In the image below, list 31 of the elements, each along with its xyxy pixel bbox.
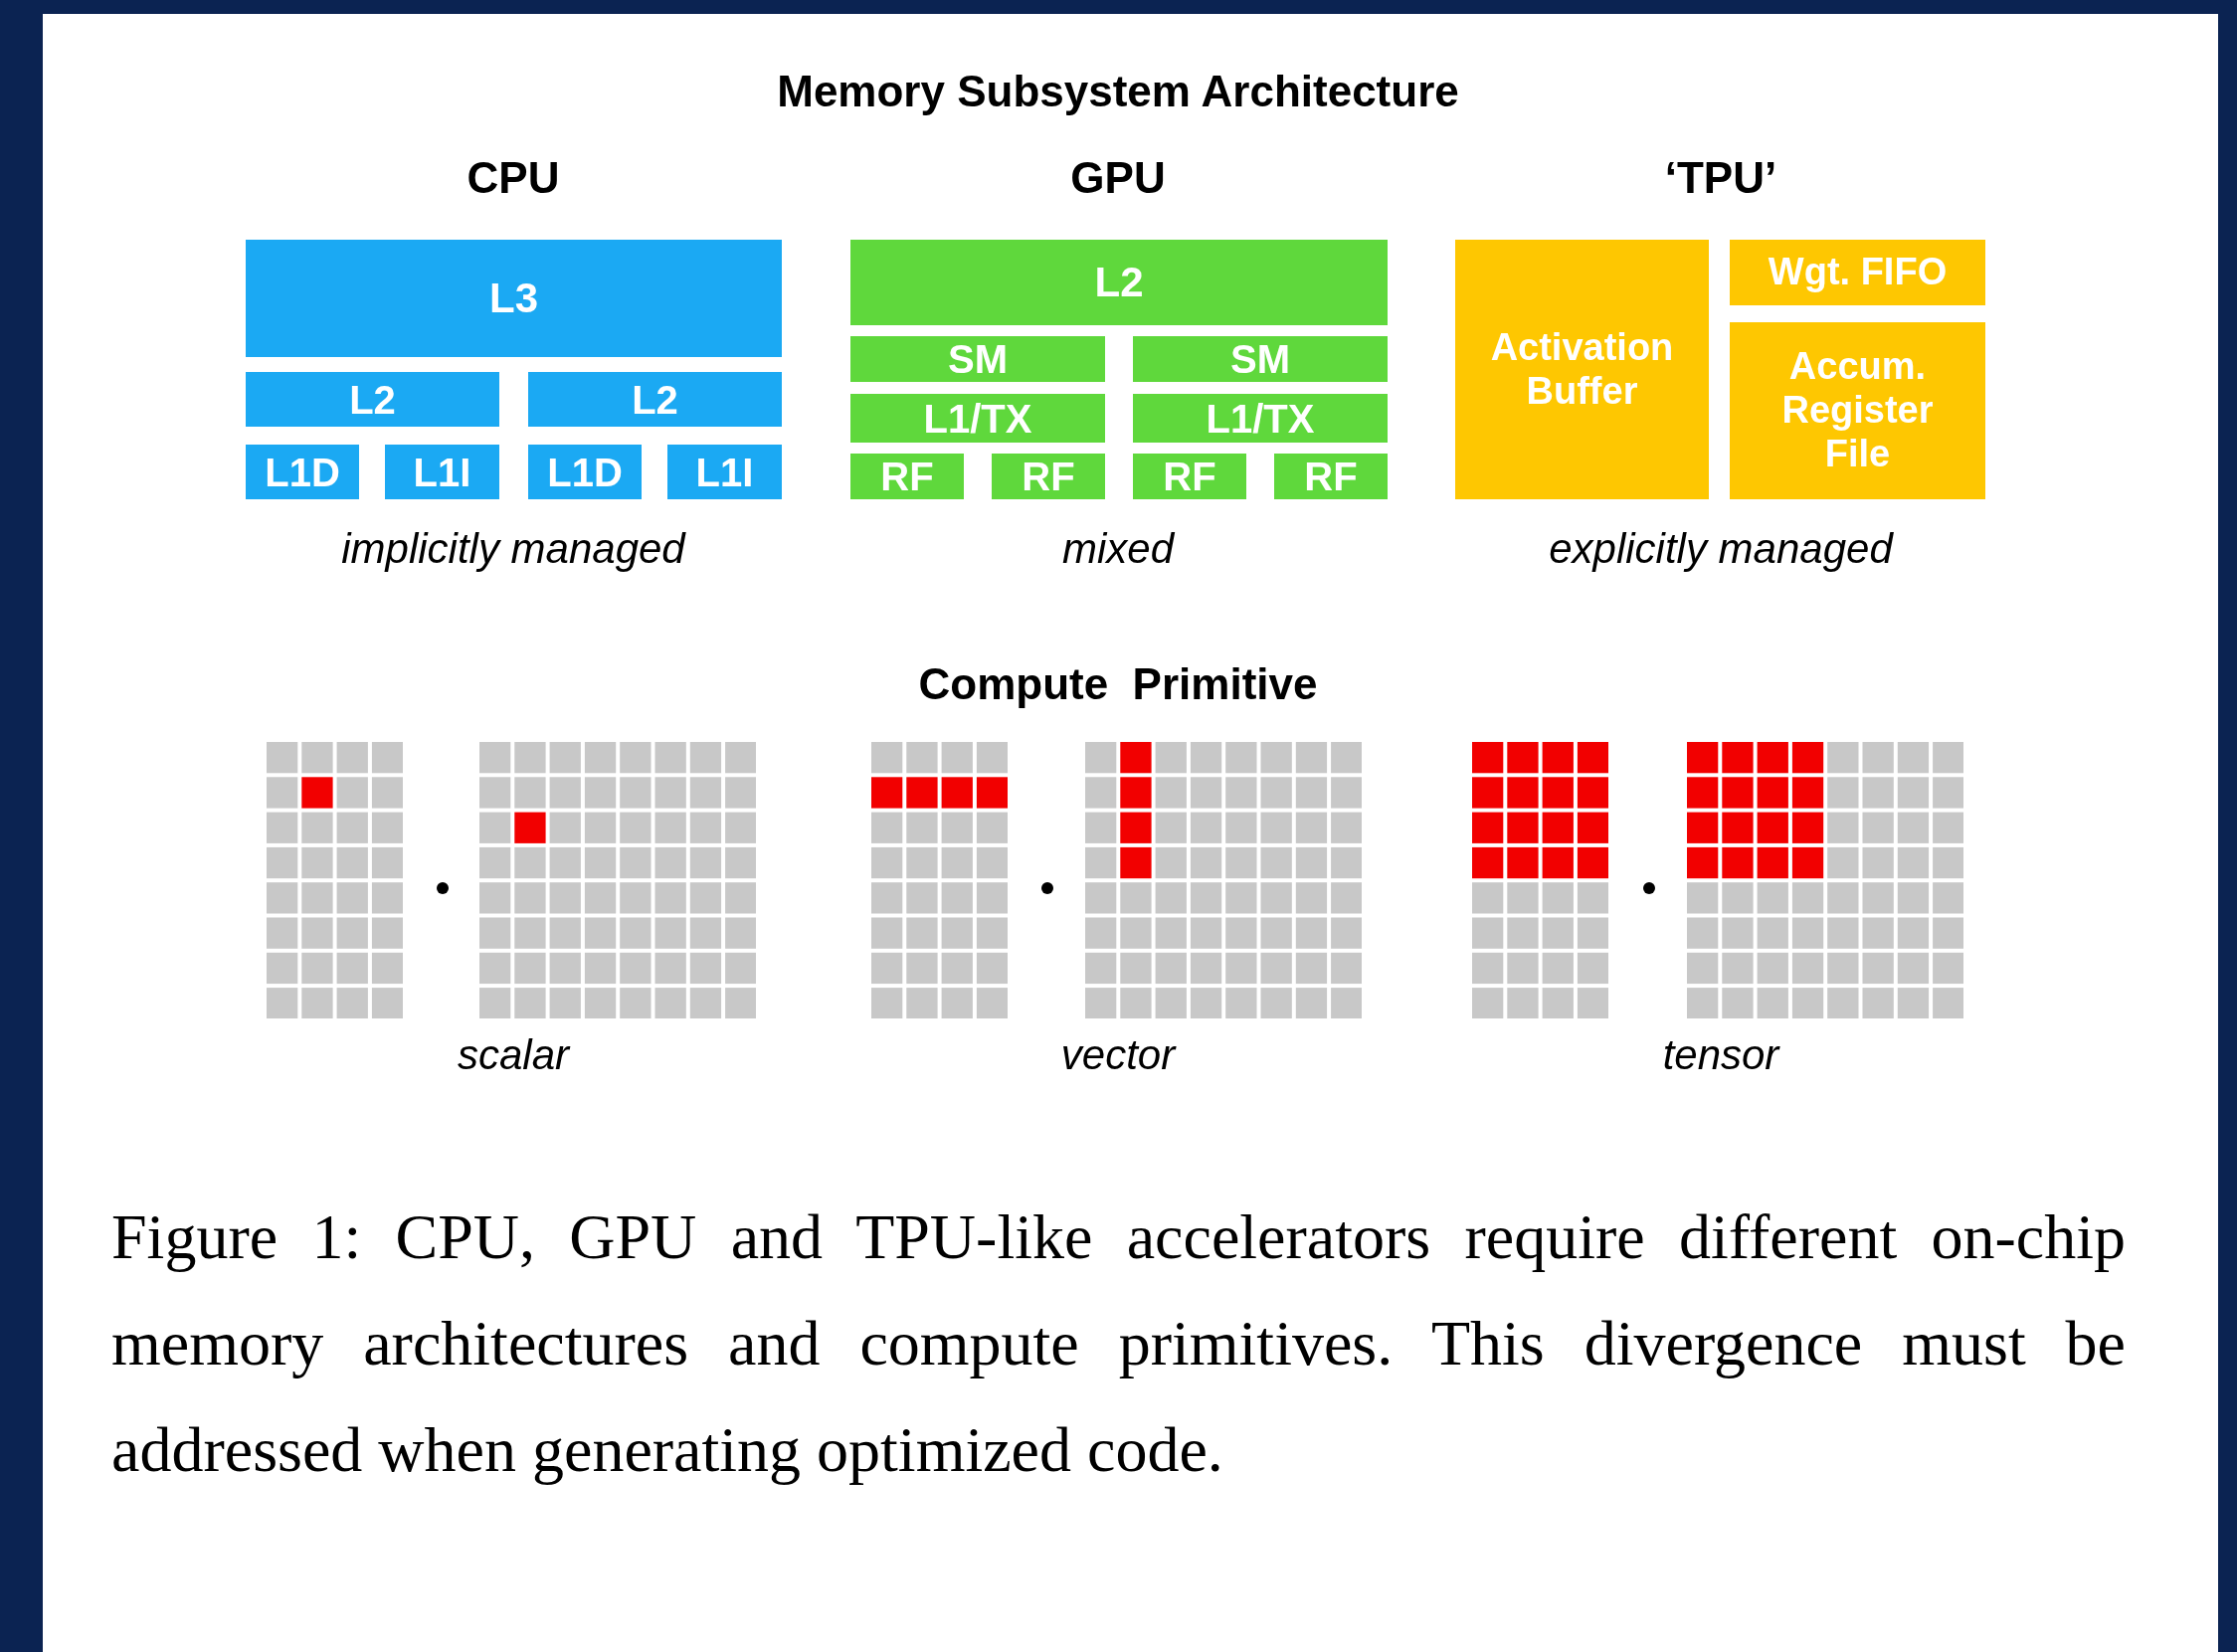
section-caption: implicitly managed: [341, 525, 685, 573]
memory-block: Activation Buffer: [1455, 240, 1709, 499]
figure-caption: Figure 1: CPU, GPU and TPU-like accelerators require different on-chip memory architectures and compute primitives. This divergence must be addressed when generating optimized code.: [111, 1200, 2126, 1487]
memory-block: L1/TX: [1133, 394, 1388, 443]
section-caption: vector: [1060, 1031, 1176, 1079]
section-caption: explicitly managed: [1549, 525, 1893, 573]
memory-block: L2: [850, 240, 1388, 325]
section-caption: mixed: [1061, 525, 1174, 573]
memory-block: RF: [992, 454, 1105, 499]
section-heading: GPU: [1070, 154, 1166, 202]
memory-block: RF: [1274, 454, 1388, 499]
memory-block: RF: [850, 454, 964, 499]
section-heading: CPU: [466, 154, 560, 202]
section-caption: scalar: [457, 1031, 569, 1079]
memory-block: L2: [528, 372, 782, 427]
memory-block: L2: [246, 372, 499, 427]
diagram-title: Memory Subsystem Architecture: [776, 70, 1460, 113]
memory-block: L1D: [528, 445, 642, 499]
memory-block: RF: [1133, 454, 1246, 499]
memory-block: Accum. Register File: [1730, 322, 1985, 499]
memory-block: SM: [1133, 336, 1388, 382]
memory-block: L1I: [385, 445, 499, 499]
memory-block: L1/TX: [850, 394, 1105, 443]
section-caption: tensor: [1662, 1031, 1779, 1079]
memory-block: SM: [850, 336, 1105, 382]
section-heading: Compute Primitive: [918, 660, 1318, 708]
memory-block: L3: [246, 240, 782, 357]
memory-block: L1I: [667, 445, 782, 499]
memory-block: Wgt. FIFO: [1730, 240, 1985, 305]
section-heading: ‘TPU’: [1664, 154, 1777, 202]
memory-block: L1D: [246, 445, 359, 499]
